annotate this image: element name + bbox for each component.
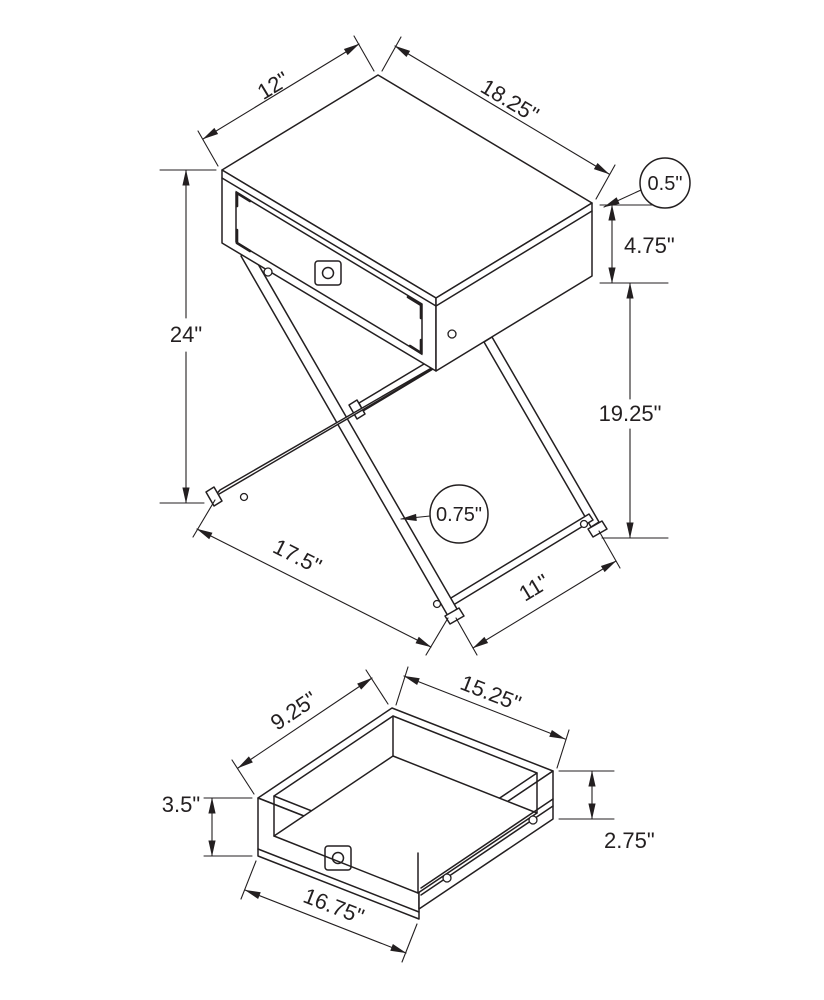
foot-screw [579,519,589,529]
dim-base-depth: 17.5" [269,534,325,579]
table-top-box [221,74,593,372]
drawer-screw [263,267,273,277]
drawer-body [257,707,554,920]
table-back-legs [348,336,608,608]
dim-front-height: 3.5" [162,792,200,817]
drawer-handle [314,260,342,286]
drawer-handle [324,845,352,871]
corner-bracket [235,190,252,208]
dim-leg-height: 19.25" [599,401,662,426]
dim-box-height: 4.75" [624,233,675,258]
side-rail [420,798,554,889]
dim-inner-depth: 9.25" [266,686,322,735]
drawer-figure: 9.25" 15.25" 3.5" 2.75" 16.75" [162,666,655,963]
dim-top-thickness: 0.5" [648,173,683,195]
table-front-legs [205,249,589,625]
dim-top-depth: 12" [253,67,294,105]
callout-top-thickness [639,157,691,209]
dim-side-height: 2.75" [604,828,655,853]
dim-base-width: 11" [515,569,554,606]
corner-bracket [235,228,252,253]
foot-screw [239,492,249,502]
corner-bracket [406,295,423,320]
drawer-handle-ring [331,851,345,865]
dim-top-width: 18.25" [476,74,543,128]
table-side-face [435,202,593,372]
drawer-handle-ring [321,266,335,280]
dim-leg-thickness: 0.75" [436,504,482,526]
callout-leg-thickness [429,484,489,544]
dim-overall-height: 24" [170,322,202,347]
side-screw [442,873,452,883]
foot-screw [432,599,442,609]
corner-bracket [408,338,423,356]
dim-inner-width: 15.25" [457,670,525,716]
side-screw [447,329,457,339]
top-edge-band [221,177,593,307]
side-screw [528,815,538,825]
table-figure: 12" 18.25" 0.5" 4.75" 24" 19.2 [159,35,691,656]
